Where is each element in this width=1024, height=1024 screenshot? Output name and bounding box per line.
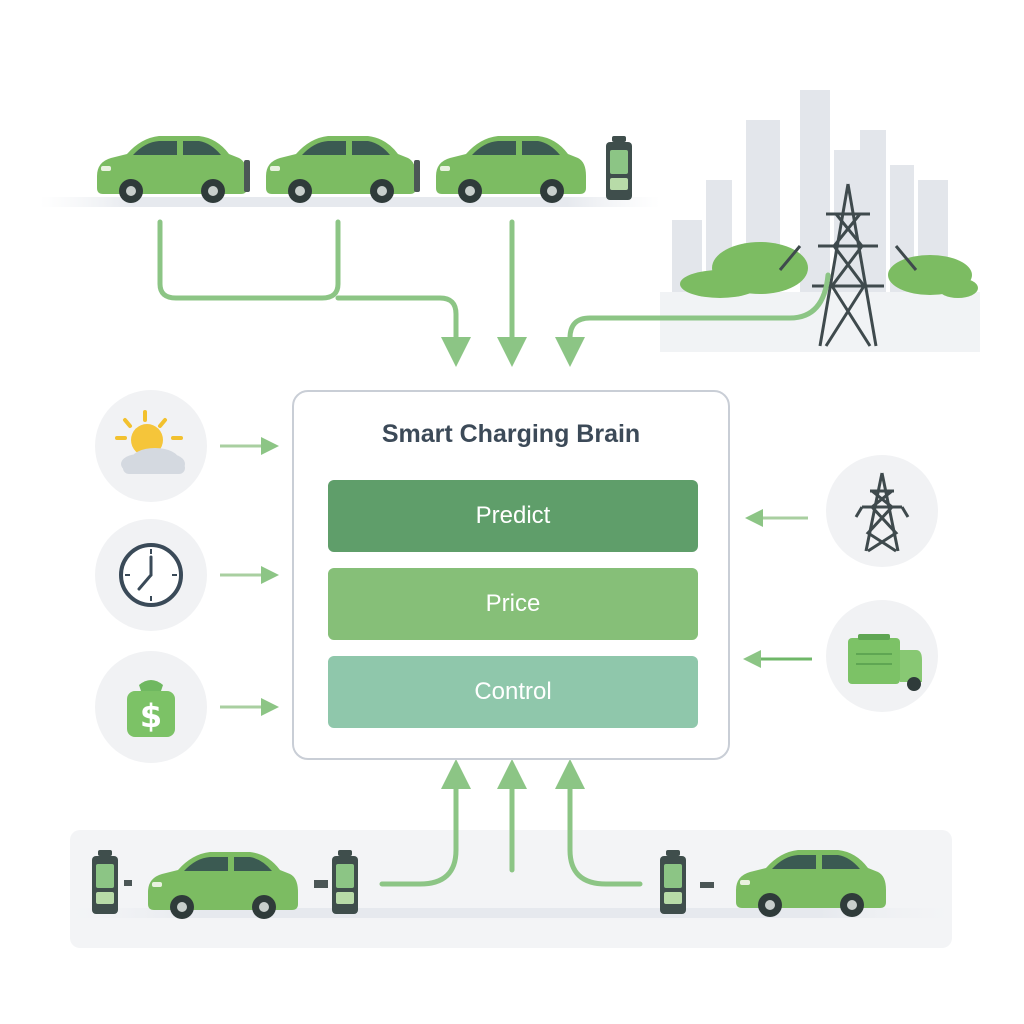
ev-car-icon [266,136,416,203]
battery-storage-icon [848,634,922,691]
transmission-tower-icon [778,183,918,347]
clock-icon [119,543,183,607]
svg-text:$: $ [140,697,162,735]
tree-icon [680,242,978,298]
charging-station-icon [606,136,632,200]
stage-predict: Predict [328,480,698,552]
stage-price: Price [328,568,698,640]
power-tower-icon [854,472,910,553]
price-input: $ [95,651,207,763]
weather-input [95,390,207,502]
smart-charging-brain: Smart Charging Brain Predict Price Contr… [292,390,730,760]
ev-car-icon [436,136,586,203]
hub-title: Smart Charging Brain [381,420,641,448]
weather-icon [115,410,185,474]
ev-car-icon [97,136,247,203]
grid-input [826,455,938,567]
stage-control: Control [328,656,698,728]
time-input [95,519,207,631]
money-bag-icon: $ [127,680,175,737]
charging-station-icon [332,850,358,914]
charging-station-icon [660,850,686,914]
storage-input [826,600,938,712]
charging-station-icon [92,850,118,914]
